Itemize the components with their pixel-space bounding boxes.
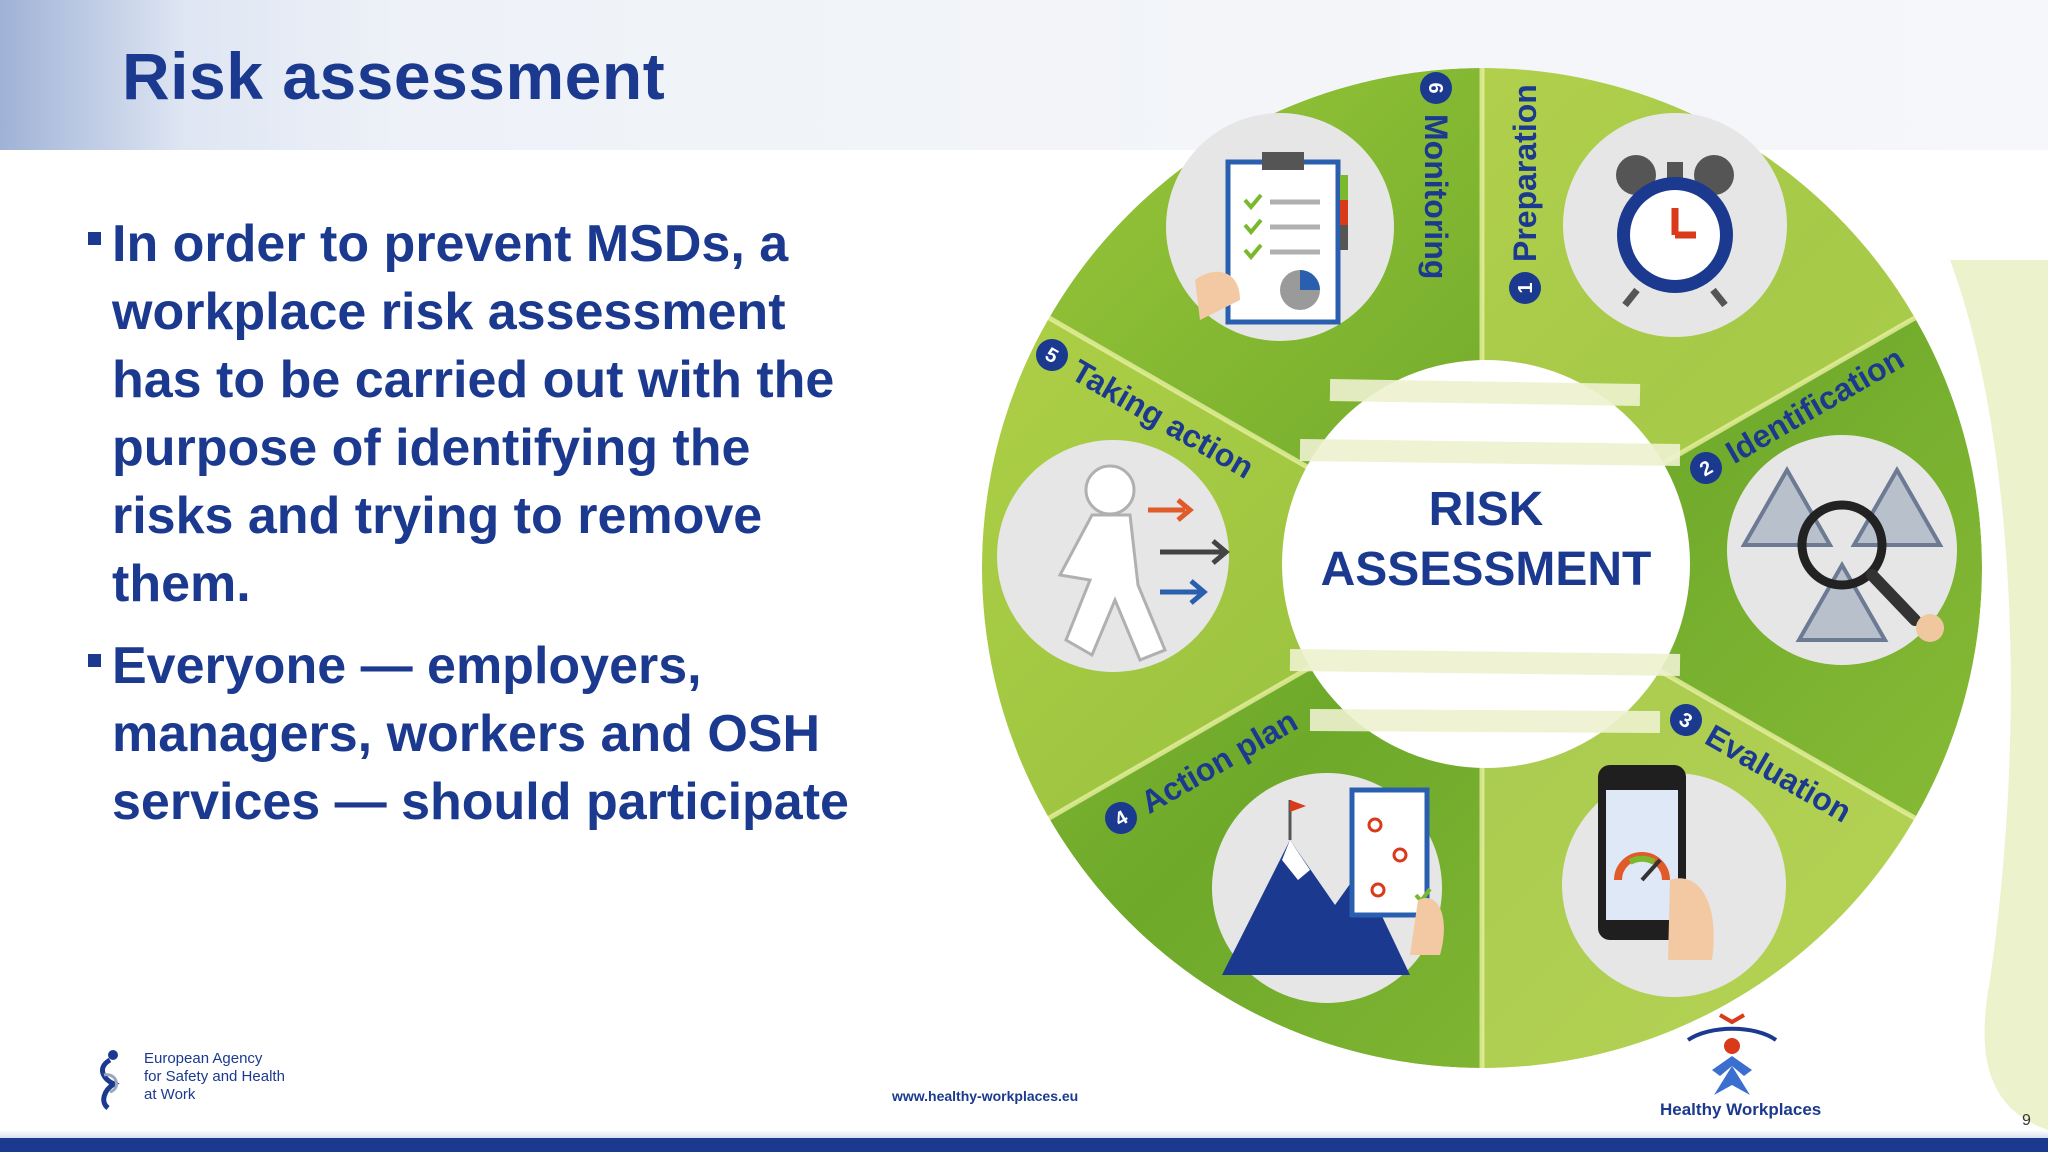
step-number-1: 1 [1515, 282, 1537, 293]
campaign-name: Healthy Workplaces [1660, 1100, 1822, 1119]
bullet-item: Everyone — employers, managers, workers … [88, 632, 968, 836]
eu-osha-logo-icon [100, 1050, 120, 1110]
slide-title: Risk assessment [122, 39, 666, 113]
bullet-line: Everyone — employers, [112, 637, 702, 695]
decorative-swoosh [1950, 260, 2048, 1130]
mountain-plan-icon [1222, 787, 1444, 975]
bullet-line: risks and trying to remove [112, 487, 763, 545]
alarm-clock-icon [1616, 155, 1734, 308]
bullet-line: In order to prevent MSDs, a [112, 215, 789, 273]
step-preparation: 1 Preparation [1507, 84, 1787, 337]
bullet-line: has to be carried out with the [112, 351, 835, 409]
walking-person-icon [1057, 464, 1230, 662]
footer-bar [0, 1138, 2048, 1152]
agency-name-line: at Work [144, 1086, 196, 1103]
agency-logo: European Agency for Safety and Health at… [100, 1050, 294, 1104]
bullet-square-icon [88, 654, 101, 667]
bullet-line: purpose of identifying the [112, 419, 751, 477]
bullet-line: them. [112, 555, 251, 613]
step-label-1: Preparation [1507, 84, 1543, 262]
bullet-square-icon [88, 232, 101, 245]
agency-name-line: European Agency [144, 1050, 263, 1067]
phone-gauge-icon [1598, 765, 1714, 960]
step-label-6: Monitoring [1418, 114, 1454, 279]
bullet-line: managers, workers and OSH [112, 705, 821, 763]
footer-shade [0, 1130, 2048, 1138]
footer-url[interactable]: www.healthy-workplaces.eu [892, 1088, 1079, 1104]
agency-name-line: for Safety and Health [144, 1068, 285, 1085]
bullet-line: workplace risk assessment [112, 283, 786, 341]
step-number-6: 6 [1424, 82, 1446, 93]
bullet-text: In order to prevent MSDs, a workplace ri… [112, 210, 834, 618]
healthy-workplaces-logo-icon [1686, 1013, 1778, 1095]
center-hub: RISK ASSESSMENT [1282, 360, 1690, 768]
bullet-list: In order to prevent MSDs, a workplace ri… [88, 210, 968, 850]
magnifier-hazard-icon [1740, 465, 1944, 642]
center-label-line2: ASSESSMENT [1321, 543, 1652, 596]
bullet-text: Everyone — employers, managers, workers … [112, 632, 849, 836]
bullet-item: In order to prevent MSDs, a workplace ri… [88, 210, 968, 618]
page-number: 9 [2022, 1112, 2031, 1129]
bullet-line: services — should participate [112, 773, 849, 831]
clipboard-check-icon [1195, 152, 1348, 325]
step-monitoring: 6 Monitoring [1166, 72, 1454, 341]
agency-name: European Agency for Safety and Health at… [144, 1050, 294, 1104]
center-label-line1: RISK [1429, 483, 1544, 536]
